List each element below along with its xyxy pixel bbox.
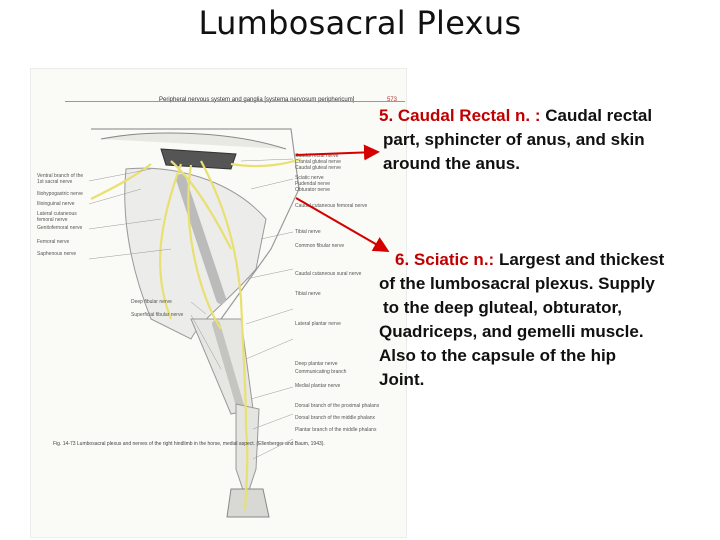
sciatic-line-5: Also to the capsule of the hip <box>379 344 719 368</box>
caudal-rectal-heading: 5. Caudal Rectal n. : <box>379 106 541 125</box>
caudal-rectal-line-2: part, sphincter of anus, and skin <box>379 128 719 152</box>
sciatic-line-4: Quadriceps, and gemelli muscle. <box>379 320 719 344</box>
sciatic-heading: 6. Sciatic n.: <box>395 250 494 269</box>
caudal-rectal-annotation: 5. Caudal Rectal n. : Caudal rectal part… <box>379 104 719 176</box>
caudal-rectal-arrow <box>296 152 376 155</box>
sciatic-arrow <box>296 198 386 250</box>
sciatic-line-6: Joint. <box>379 368 719 392</box>
sciatic-annotation: 6. Sciatic n.: Largest and thickest of t… <box>379 248 719 392</box>
sciatic-line-3: to the deep gluteal, obturator, <box>379 296 719 320</box>
caudal-rectal-line-1: Caudal rectal <box>545 106 652 125</box>
sciatic-line-2: of the lumbosacral plexus. Supply <box>379 272 719 296</box>
sciatic-line-1: Largest and thickest <box>499 250 664 269</box>
caudal-rectal-line-3: around the anus. <box>379 152 719 176</box>
